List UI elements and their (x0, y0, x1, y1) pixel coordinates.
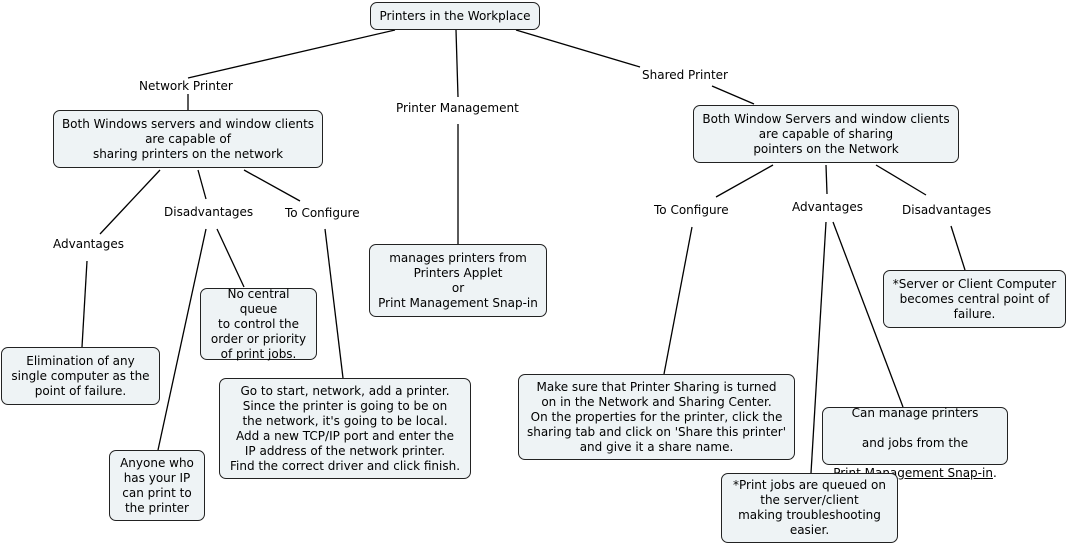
network-disadvantage-text-2: Anyone who has your IP can print to the … (120, 455, 194, 515)
shared-advantage-suffix: . (992, 466, 997, 480)
network-printer-description[interactable]: Both Windows servers and window clients … (53, 110, 323, 168)
shared-advantage-text-2: *Print jobs are queued on the server/cli… (733, 478, 886, 537)
edge-network-disadvantages (197, 169, 207, 200)
edge-configure-steps (324, 228, 344, 379)
edge-shared-configure-steps (663, 226, 693, 375)
printer-management-description-text: manages printers from Printers Applet or… (378, 250, 538, 310)
shared-advantage-text-1: Can manage printers and jobs from the Pr… (833, 391, 997, 481)
root-node[interactable]: Printers in the Workplace (370, 2, 540, 30)
network-disadvantages-label[interactable]: Disadvantages (162, 205, 256, 220)
edge-shared-label-box (711, 85, 755, 105)
edge-shared-advantages-item2 (810, 221, 827, 474)
shared-printer-label[interactable]: Shared Printer (640, 68, 730, 83)
network-advantage-text: Elimination of any single computer as th… (11, 353, 150, 398)
root-node-text: Printers in the Workplace (379, 8, 531, 23)
shared-configure-steps[interactable]: Make sure that Printer Sharing is turned… (518, 374, 795, 460)
edge-root-network (187, 29, 396, 79)
edge-advantages-item (81, 260, 88, 348)
network-printer-label[interactable]: Network Printer (137, 79, 235, 94)
edge-shared-advantages-item1 (832, 221, 904, 408)
network-configure-steps[interactable]: Go to start, network, add a printer. Sin… (219, 378, 471, 479)
shared-configure-steps-text: Make sure that Printer Sharing is turned… (526, 379, 787, 454)
network-advantage-node[interactable]: Elimination of any single computer as th… (1, 347, 160, 405)
network-disadvantage-node-1[interactable]: No central queue to control the order or… (200, 286, 317, 361)
edge-root-management (455, 29, 459, 98)
printer-management-description[interactable]: manages printers from Printers Applet or… (369, 244, 547, 317)
shared-advantage-node-1[interactable]: Can manage printers and jobs from the Pr… (822, 406, 1008, 480)
edge-shared-disadvantages (875, 164, 927, 196)
network-configure-steps-text: Go to start, network, add a printer. Sin… (229, 383, 461, 473)
shared-advantage-line-2: and jobs from the (861, 436, 969, 450)
shared-printer-description[interactable]: Both Window Servers and window clients a… (693, 105, 959, 163)
printer-management-label[interactable]: Printer Management (394, 101, 521, 116)
network-disadvantage-text-1: No central queue to control the order or… (210, 286, 307, 361)
shared-advantage-node-2[interactable]: *Print jobs are queued on the server/cli… (721, 473, 898, 543)
shared-disadvantages-label[interactable]: Disadvantages (900, 203, 994, 218)
edge-shared-advantages (825, 164, 828, 195)
edge-network-advantages (99, 169, 161, 235)
network-advantages-label[interactable]: Advantages (51, 237, 126, 252)
shared-disadvantage-node[interactable]: *Server or Client Computer becomes centr… (883, 270, 1066, 328)
shared-disadvantage-text: *Server or Client Computer becomes centr… (892, 276, 1057, 321)
edge-disadvantages-item1 (216, 228, 245, 288)
network-printer-description-text: Both Windows servers and window clients … (61, 116, 315, 161)
edge-root-shared (515, 29, 641, 68)
edge-network-configure (243, 169, 301, 202)
edge-disadvantages-item2 (157, 228, 207, 451)
network-configure-label[interactable]: To Configure (283, 206, 362, 221)
shared-printer-description-text: Both Window Servers and window clients a… (702, 111, 950, 156)
network-disadvantage-node-2[interactable]: Anyone who has your IP can print to the … (109, 450, 205, 521)
edge-shared-disadvantages-item (950, 225, 966, 271)
shared-advantages-label[interactable]: Advantages (790, 200, 865, 215)
shared-configure-label[interactable]: To Configure (652, 203, 731, 218)
shared-advantage-line-1: Can manage printers (851, 406, 979, 420)
edge-shared-configure (715, 164, 774, 198)
